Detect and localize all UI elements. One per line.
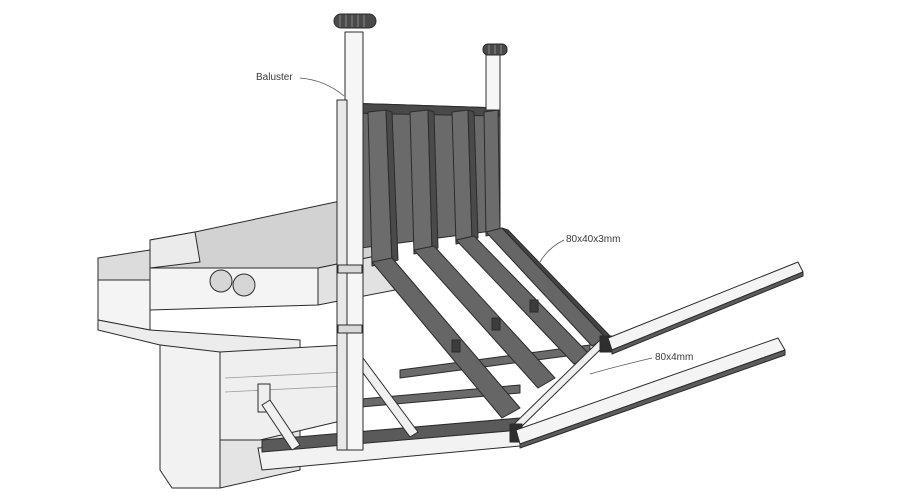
handrail-caps [333,13,508,56]
fin-plate-3 [529,299,539,313]
baluster-left-clamp-2 [337,324,363,334]
brace-1 [371,257,521,419]
label-flat-bar: 80x4mm [655,352,693,363]
wall-strut [261,399,301,451]
baluster-right [485,54,501,111]
wall-face [219,344,346,441]
baluster-left [344,31,364,451]
flat-bar-upper [607,261,804,351]
flat-bar-lower-edge [519,349,786,449]
deck-upstand [149,231,201,269]
deck-column [159,344,221,489]
fin-plate-2 [491,317,501,331]
vertical-member-3-side [467,109,479,241]
handrail-cap-left [333,13,377,29]
vertical-member-4 [483,109,501,237]
drain-pipe-2 [232,273,256,297]
vertical-member-1-side [385,109,399,263]
vertical-member-2-side [427,109,439,251]
balusters [336,31,501,451]
base-frame [257,344,591,471]
label-brace-section: 80x40x3mm [566,234,620,245]
brace-2 [413,245,556,389]
callouts: Baluster 80x40x3mm 80x4mm [256,72,693,375]
flat-bars [515,261,804,449]
fin-plate-1 [451,339,461,353]
flat-bar-upper-edge [611,271,804,355]
diagonal-braces [371,227,611,419]
leader-flat-bar [589,357,653,375]
label-baluster: Baluster [256,72,293,83]
leader-baluster [299,77,345,97]
baluster-left-clamp-1 [337,264,363,274]
leader-brace [539,239,565,263]
baluster-left-inner [336,99,348,451]
drain-pipe-1 [209,269,233,293]
deck-ledge-top [97,249,151,281]
